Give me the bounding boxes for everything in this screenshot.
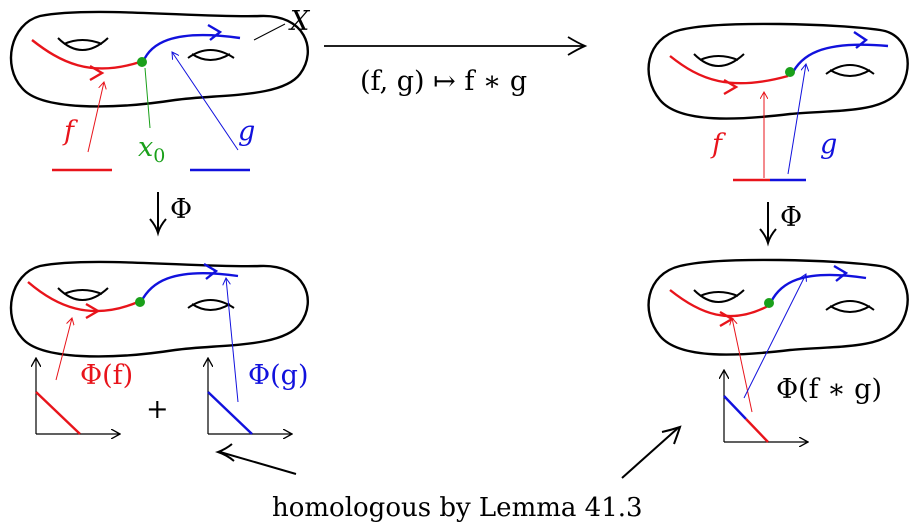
basepoint-subscript: 0: [153, 145, 165, 167]
basepoint-dot: [785, 67, 795, 77]
space-label-leader: [254, 24, 285, 40]
path-f-curve: [28, 282, 138, 311]
surface-bottom-right: [649, 260, 908, 355]
surface-bottom-left: [11, 262, 308, 356]
label-g-right: g: [820, 129, 837, 160]
graph-segment-g: [724, 396, 746, 419]
path-g-curve: [141, 273, 238, 302]
basepoint-dot: [135, 297, 145, 307]
basepoint-dot: [137, 57, 147, 67]
label-f-right: f: [710, 129, 726, 160]
plus-sign: +: [146, 394, 169, 425]
handle-right: [826, 301, 874, 312]
label-phi-g: Φ(g): [248, 360, 309, 391]
pointer-g-right: [788, 64, 806, 174]
basepoint-var: x: [138, 132, 153, 163]
path-g-arrowhead: [834, 266, 846, 281]
pointer-f: [88, 82, 104, 152]
pointer-g: [172, 52, 238, 150]
label-f-left: f: [62, 116, 78, 147]
pointer-x0: [145, 68, 150, 128]
surface-top-left: X: [11, 6, 311, 106]
path-g-curve: [771, 275, 866, 302]
surface-top-right: [649, 24, 908, 119]
handle-left: [58, 288, 108, 300]
surface-outline: [11, 12, 308, 106]
graph-segment-f: [746, 419, 768, 442]
handle-right: [188, 300, 234, 310]
path-g-curve: [791, 45, 888, 76]
caption: homologous by Lemma 41.3: [272, 493, 643, 523]
homologous-arrow-right: [622, 428, 678, 478]
graph-segment-f: [36, 392, 80, 434]
surface-outline: [11, 262, 308, 356]
handle-right: [188, 50, 234, 60]
pointer-phi-f: [56, 318, 72, 380]
label-g-left: g: [238, 116, 255, 147]
label-phi-fg: Φ(f ∗ g): [776, 374, 882, 405]
label-basepoint: x0: [138, 132, 165, 167]
pointer-phi-fg-red: [732, 318, 752, 412]
path-f-curve: [32, 40, 140, 68]
space-label: X: [288, 6, 311, 37]
graph-segment-g: [208, 392, 252, 434]
handle-left: [694, 54, 744, 66]
path-f-arrowhead: [720, 312, 732, 326]
basepoint-dot: [764, 298, 774, 308]
handle-left: [58, 38, 108, 50]
path-g-curve: [143, 35, 240, 62]
map-label: (f, g) ↦ f ∗ g: [360, 66, 527, 97]
phi-label-right: Φ: [780, 202, 802, 233]
label-phi-f: Φ(f): [80, 360, 133, 391]
pointer-phi-g: [226, 278, 238, 402]
path-g-arrowhead: [208, 25, 220, 40]
homologous-arrow-left: [220, 452, 296, 474]
path-f-curve: [670, 56, 788, 83]
homologous-arrow-left-head: [218, 444, 234, 461]
phi-label-left: Φ: [170, 194, 192, 225]
handle-left: [694, 290, 744, 302]
handle-right: [826, 65, 874, 76]
